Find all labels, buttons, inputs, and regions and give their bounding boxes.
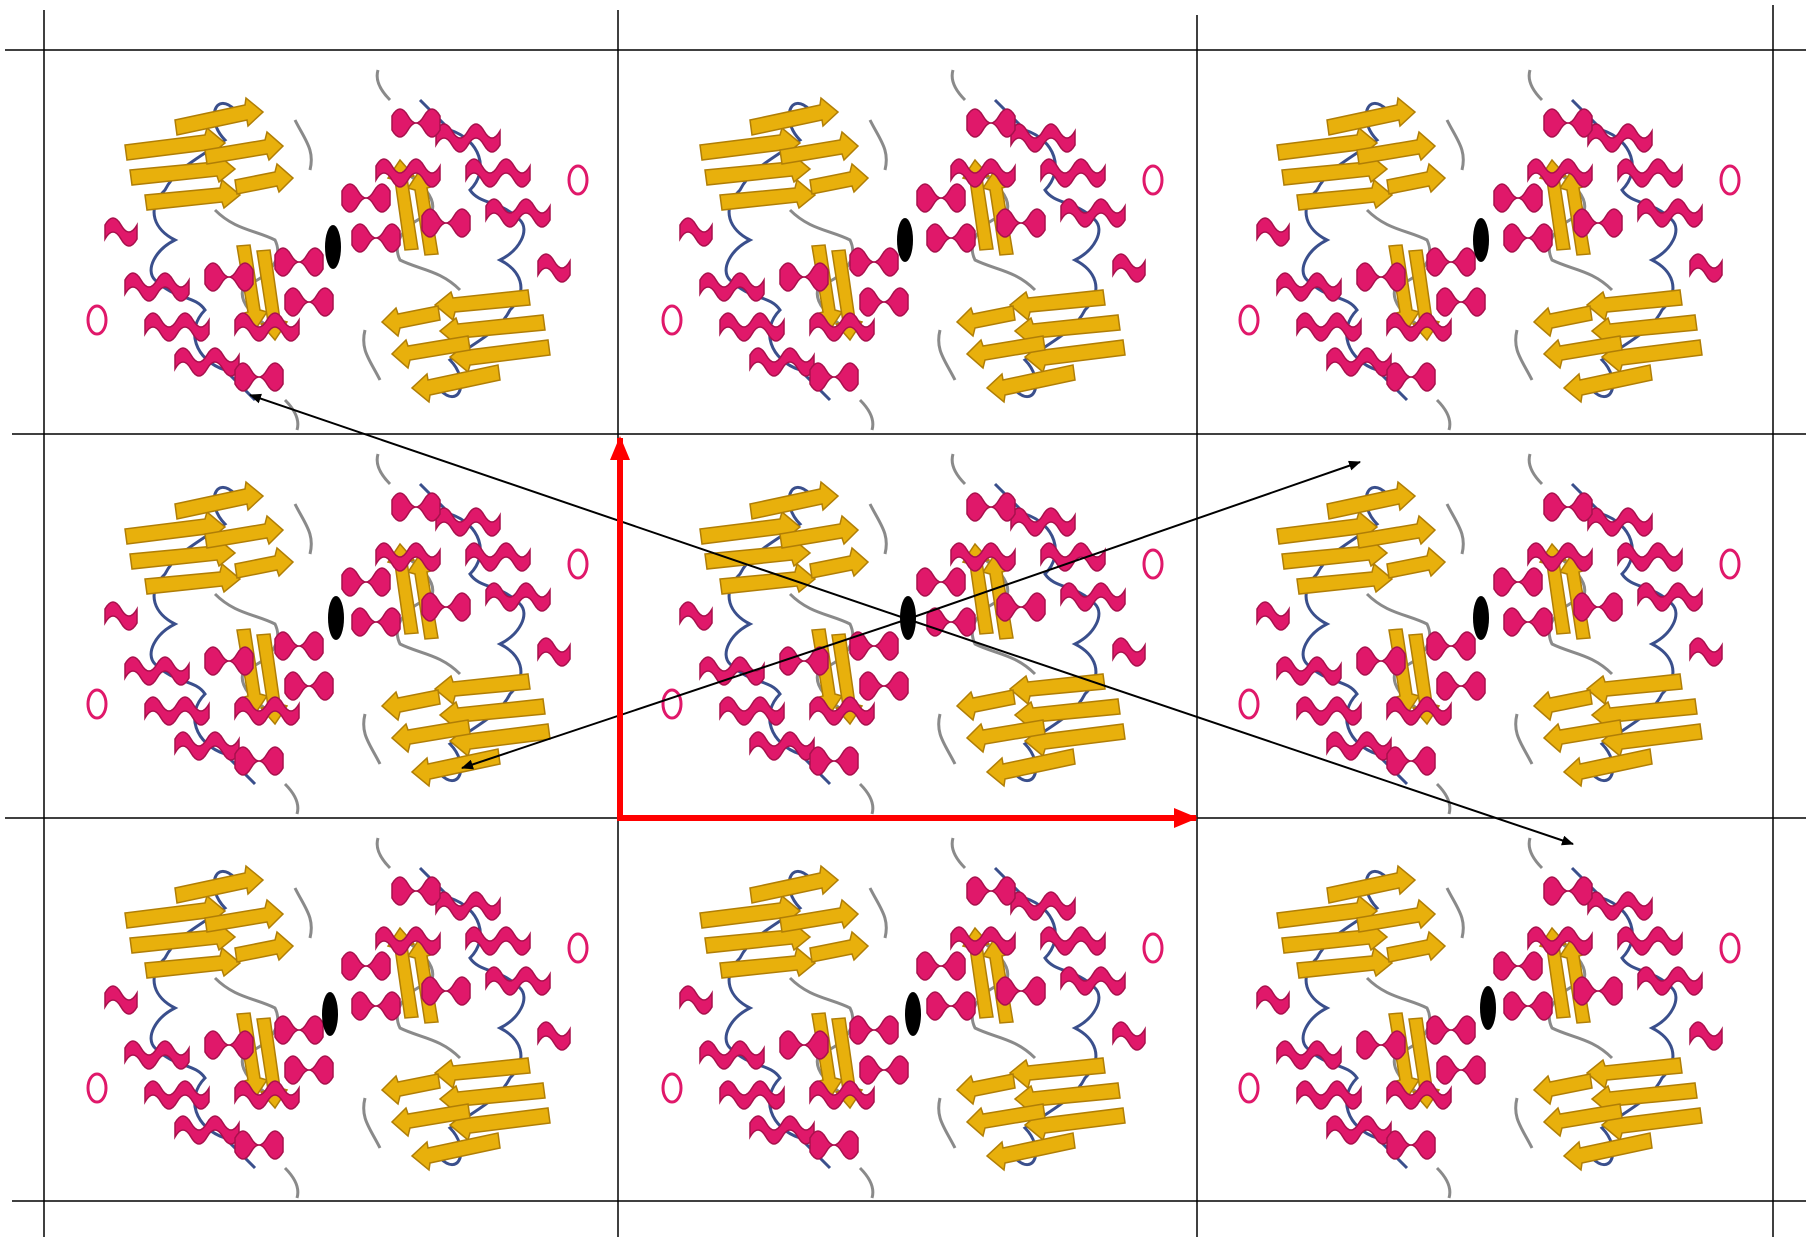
dimer-r1c3 — [1240, 70, 1739, 430]
translation-arrows — [250, 395, 1573, 844]
twofold-axis-symbol — [328, 596, 344, 640]
twofold-axis-symbol — [897, 218, 913, 262]
twofold-axis-symbol — [1480, 986, 1496, 1030]
twofold-axis-symbol — [325, 225, 341, 269]
twofold-axis-symbol — [905, 992, 921, 1036]
twofold-axis-symbol — [1473, 596, 1489, 640]
translation-arrow-to-lower-left — [462, 620, 905, 768]
twofold-axis-symbol — [322, 992, 338, 1036]
dimer-r2c3 — [1240, 454, 1739, 814]
dimer-r1c2 — [663, 70, 1162, 430]
twofold-axis-symbol — [1473, 218, 1489, 262]
